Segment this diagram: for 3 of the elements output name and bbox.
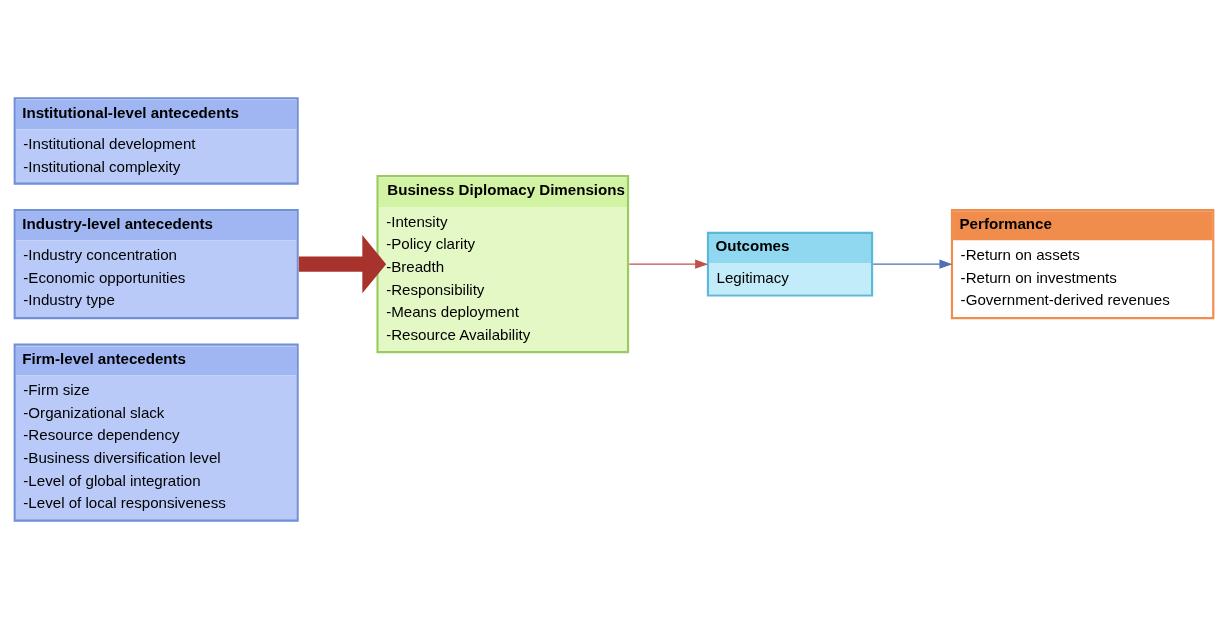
arrow xyxy=(872,259,953,269)
arrow xyxy=(628,259,709,269)
arrow xyxy=(298,235,387,294)
